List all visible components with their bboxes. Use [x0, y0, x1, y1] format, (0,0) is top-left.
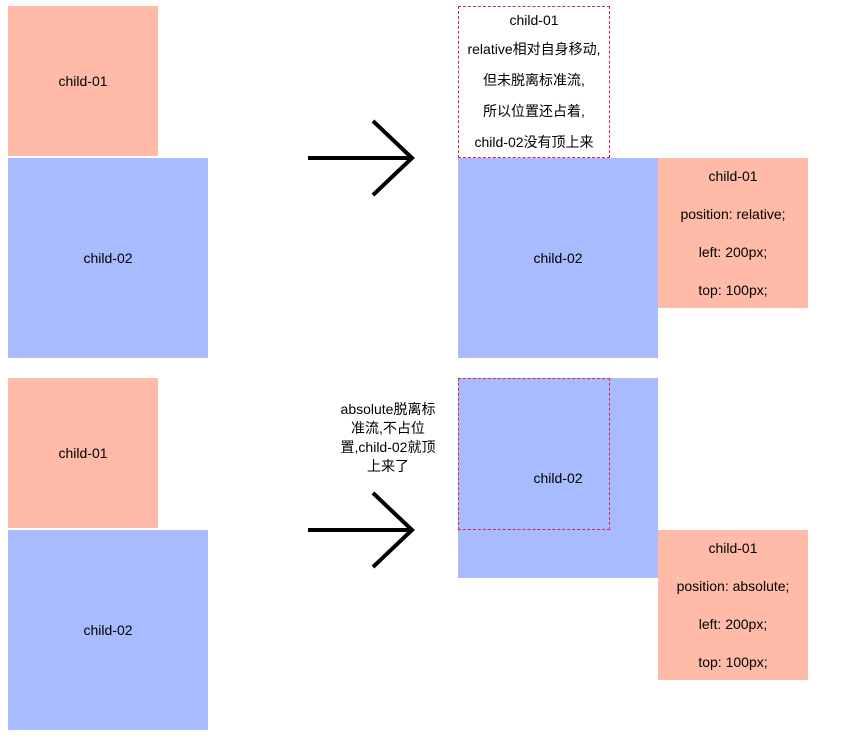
relative-explanation-line: child-01	[509, 12, 559, 28]
absolute-explanation-line: 上来了	[367, 458, 409, 474]
absolute-child-01-line: left: 200px;	[698, 616, 768, 632]
relative-child-01-line: top: 100px;	[698, 282, 768, 298]
relative-explanation: child-01 relative相对自身移动, 但未脱离标准流, 所以位置还占…	[458, 12, 610, 152]
relative-child-01-box: child-01 position: relative; left: 200px…	[658, 158, 808, 308]
relative-explanation-line: relative相对自身移动,	[467, 41, 601, 57]
relative-child-01-lines: child-01 position: relative; left: 200px…	[680, 168, 785, 298]
absolute-child-01-box: child-01 position: absolute; left: 200px…	[658, 530, 808, 680]
bottom-right-child-02-label: child-02	[533, 470, 583, 486]
top-left-child-01-box: child-01	[8, 6, 158, 156]
absolute-explanation-line: 置,child-02就顶	[340, 439, 436, 455]
top-right-child-02-label: child-02	[533, 250, 583, 266]
absolute-child-01-line: child-01	[708, 540, 758, 556]
absolute-child-01-lines: child-01 position: absolute; left: 200px…	[677, 540, 790, 670]
arrow-right-icon	[308, 491, 415, 569]
relative-placeholder-outline	[458, 6, 610, 158]
bottom-left-child-01-box: child-01	[8, 378, 158, 528]
top-left-child-02-box: child-02	[8, 158, 208, 358]
arrow-right-icon	[308, 119, 415, 197]
absolute-child-01-line: top: 100px;	[698, 654, 768, 670]
relative-child-01-line: position: relative;	[680, 206, 786, 222]
relative-explanation-line: 所以位置还占着,	[483, 103, 585, 119]
relative-explanation-line: child-02没有顶上来	[474, 134, 594, 150]
top-left-child-01-label: child-01	[58, 73, 108, 89]
relative-child-01-line: child-01	[708, 168, 758, 184]
relative-child-01-line: left: 200px;	[698, 244, 768, 260]
absolute-explanation: absolute脱离标 准流,不占位 置,child-02就顶 上来了	[330, 400, 446, 476]
bottom-left-child-02-box: child-02	[8, 530, 208, 730]
bottom-left-child-02-label: child-02	[83, 622, 133, 638]
relative-explanation-line: 但未脱离标准流,	[483, 72, 585, 88]
bottom-left-child-01-label: child-01	[58, 445, 108, 461]
bottom-right-child-02-box: child-02	[458, 378, 658, 578]
top-left-child-02-label: child-02	[83, 250, 133, 266]
absolute-explanation-line: absolute脱离标	[340, 401, 436, 417]
top-right-child-02-box: child-02	[458, 158, 658, 358]
absolute-child-01-line: position: absolute;	[676, 578, 790, 594]
absolute-original-outline	[458, 378, 610, 530]
absolute-explanation-line: 准流,不占位	[351, 420, 425, 436]
